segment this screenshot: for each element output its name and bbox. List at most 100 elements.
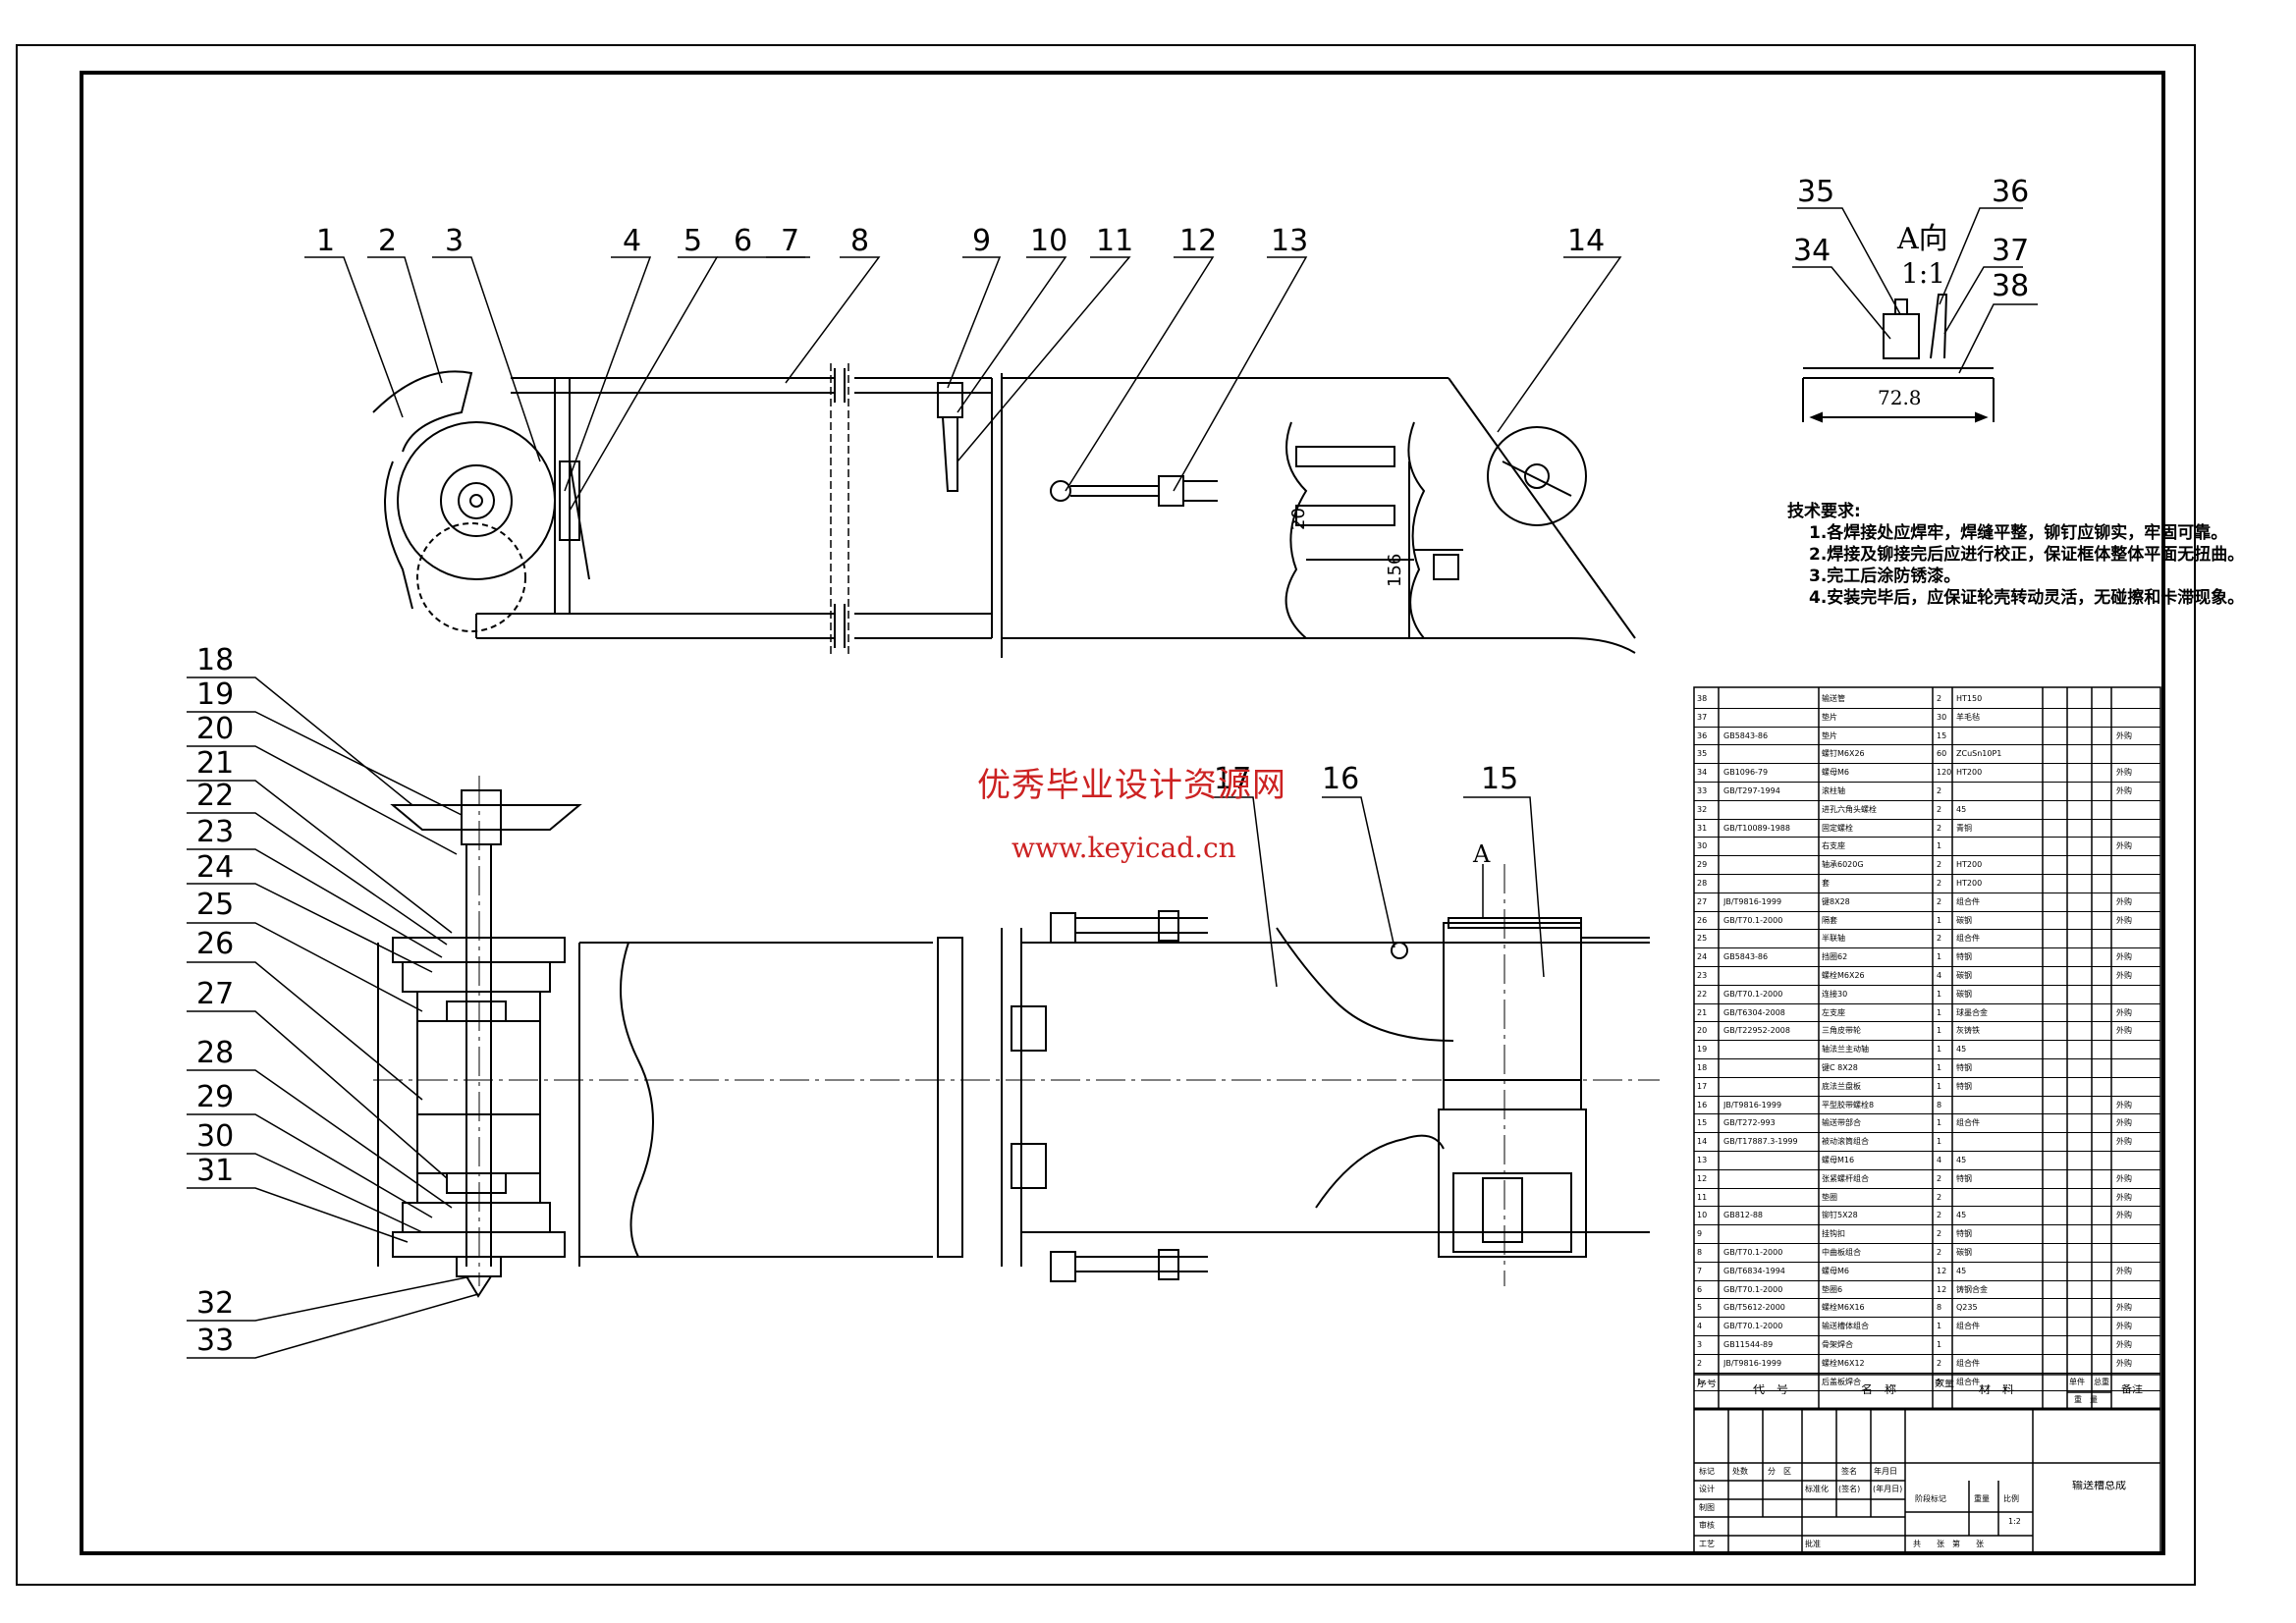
balloon-21: 21 xyxy=(196,746,235,781)
bom-name: 轴承6020G xyxy=(1822,860,1864,870)
bom-material: Q235 xyxy=(1956,1303,1978,1313)
bom-row-rule xyxy=(1694,1132,2160,1134)
tb-check: 审核 xyxy=(1699,1521,1715,1530)
bom-material: 特钢 xyxy=(1956,1081,1972,1091)
bom-name: 铆钉5X28 xyxy=(1822,1211,1858,1220)
elevation-view xyxy=(372,368,1636,658)
bom-code: GB11544-89 xyxy=(1723,1340,1774,1349)
balloon-35: 35 xyxy=(1797,175,1835,209)
bom-note: 外购 xyxy=(2116,952,2132,962)
bom-material: 组合件 xyxy=(1956,1377,1980,1386)
bom-note: 外购 xyxy=(2116,1303,2132,1313)
bom-name: 进孔六角头螺栓 xyxy=(1822,804,1877,814)
watermark-title: 优秀毕业设计资源网 xyxy=(977,766,1286,805)
tb-approve: 批准 xyxy=(1805,1540,1821,1548)
bom-material: 铸钢合金 xyxy=(1956,1284,1988,1294)
bom-note: 外购 xyxy=(2116,1322,2132,1331)
bom-header-material: 材 料 xyxy=(1979,1384,2015,1394)
bom-qty: 1 xyxy=(1937,1377,1942,1386)
bom-name: 输送管 xyxy=(1822,694,1845,703)
bom-qty: 1 xyxy=(1937,915,1942,925)
bom-material: 45 xyxy=(1956,1045,1967,1055)
tb-sign: 签名 xyxy=(1841,1467,1857,1476)
bom-row-rule xyxy=(1694,1076,2160,1078)
bom-seq: 33 xyxy=(1697,786,1708,795)
bom-name: 键8X28 xyxy=(1822,896,1850,906)
bom-qty: 2 xyxy=(1937,1211,1942,1220)
balloon-8: 8 xyxy=(850,224,870,258)
bom-material: HT150 xyxy=(1956,694,1983,703)
bom-code: GB/T272-993 xyxy=(1723,1118,1776,1128)
balloon-24: 24 xyxy=(196,850,235,885)
bom-material: 组合件 xyxy=(1956,1358,1980,1368)
bom-row-rule xyxy=(1694,910,2160,912)
bom-qty: 1 xyxy=(1937,841,1942,851)
bom-seq: 4 xyxy=(1697,1322,1703,1331)
balloon-19: 19 xyxy=(196,677,235,712)
balloon-32: 32 xyxy=(196,1286,235,1321)
bom-note: 外购 xyxy=(2116,841,2132,851)
balloon-15: 15 xyxy=(1481,762,1519,796)
bom-name: 螺栓M6X12 xyxy=(1822,1358,1865,1368)
bom-name: 键C 8X28 xyxy=(1822,1063,1858,1072)
a-view-dimension: 72.8 xyxy=(1878,386,1922,409)
bom-material: 组合件 xyxy=(1956,896,1980,906)
bom-seq: 7 xyxy=(1697,1266,1703,1275)
bom-qty: 8 xyxy=(1937,1100,1942,1109)
bom-material: 特钢 xyxy=(1956,952,1972,962)
bom-row-rule xyxy=(1694,1372,2160,1374)
section-arrow-label: A xyxy=(1473,840,1491,868)
bom-grid xyxy=(1693,686,2161,1554)
bom-seq: 10 xyxy=(1697,1211,1708,1220)
bom-material: 羊毛毡 xyxy=(1956,712,1980,722)
watermark-url[interactable]: www.keyicad.cn xyxy=(1011,832,1236,864)
bom-material: 灰铸铁 xyxy=(1956,1026,1980,1036)
bom-qty: 2 xyxy=(1937,1229,1942,1239)
bom-row-rule xyxy=(1694,1040,2160,1042)
bom-material: 45 xyxy=(1956,804,1967,814)
bom-note: 外购 xyxy=(2116,1118,2132,1128)
dimension-20: 20 xyxy=(1288,508,1309,530)
a-view-scale: 1:1 xyxy=(1901,257,1946,290)
centerlines xyxy=(373,776,1660,1286)
bom-name: 半联轴 xyxy=(1822,934,1845,944)
bom-name: 螺栓M6X26 xyxy=(1822,971,1865,980)
balloon-9: 9 xyxy=(972,224,992,258)
bom-qty: 4 xyxy=(1937,1156,1942,1164)
bom-code: GB/T70.1-2000 xyxy=(1723,989,1783,999)
bom-code: GB/T70.1-2000 xyxy=(1723,1248,1783,1257)
bom-note: 外购 xyxy=(2116,1358,2132,1368)
bom-row-rule xyxy=(1694,1279,2160,1281)
balloon-11: 11 xyxy=(1096,224,1134,258)
bom-seq: 29 xyxy=(1697,860,1708,870)
bom-note: 外购 xyxy=(2116,1211,2132,1220)
bom-row-rule xyxy=(1694,1261,2160,1263)
tb-sign2: (签名) xyxy=(1838,1485,1861,1493)
bom-row-rule xyxy=(1694,1187,2160,1189)
bom-material: 特钢 xyxy=(1956,1173,1972,1183)
bom-material: 碳钢 xyxy=(1956,989,1972,999)
bom-qty: 4 xyxy=(1937,971,1942,980)
bom-qty: 2 xyxy=(1937,1173,1942,1183)
bom-code: GB/T10089-1988 xyxy=(1723,823,1790,833)
tb-scale: 比例 xyxy=(2003,1494,2019,1503)
balloon-37: 37 xyxy=(1992,234,2030,268)
bom-code: GB/T17887.3-1999 xyxy=(1723,1137,1798,1147)
bom-header-name: 名 称 xyxy=(1861,1384,1897,1394)
bom-row-rule xyxy=(1694,1113,2160,1115)
bom-code: GB5843-86 xyxy=(1723,952,1769,962)
balloon-26: 26 xyxy=(196,927,235,961)
bom-name: 被动滚筒组合 xyxy=(1822,1137,1869,1147)
balloon-2: 2 xyxy=(378,224,398,258)
balloon-5: 5 xyxy=(683,224,703,258)
drive-section-view xyxy=(377,789,933,1298)
bom-row-rule xyxy=(1694,799,2160,801)
bom-seq: 16 xyxy=(1697,1100,1708,1109)
balloon-17: 17 xyxy=(1214,762,1252,796)
bom-note: 外购 xyxy=(2116,786,2132,795)
bom-seq: 21 xyxy=(1697,1007,1708,1017)
bom-note: 外购 xyxy=(2116,730,2132,740)
tb-sheet-count: 共 张 第 张 xyxy=(1913,1540,1984,1548)
balloon-28: 28 xyxy=(196,1036,235,1070)
